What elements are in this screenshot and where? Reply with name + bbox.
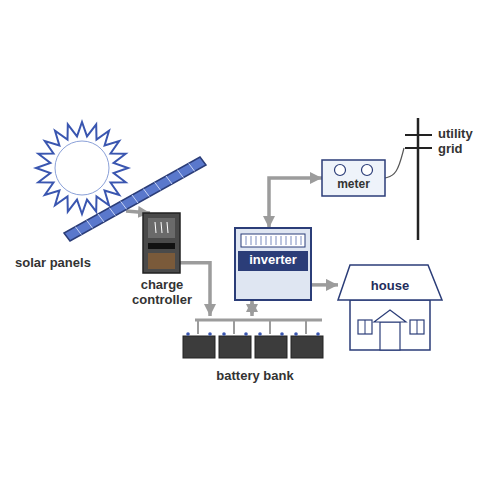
component-label: meter (322, 177, 385, 192)
battery-terminal (186, 332, 190, 336)
power-wire (385, 148, 404, 178)
panel-cell-line (143, 189, 149, 197)
battery-terminal (294, 332, 298, 336)
component-label: inverter (235, 252, 311, 267)
house-node: house (338, 262, 442, 352)
display-tick (256, 236, 257, 245)
battery (291, 336, 323, 358)
bus-drop (269, 320, 271, 334)
component-label: charge controller (121, 277, 203, 307)
controller-slot (167, 222, 168, 233)
house-walls (350, 300, 430, 350)
battery-bank-node: battery bank (180, 316, 330, 360)
panel-cell-line (166, 176, 172, 184)
utility-pole (417, 118, 420, 240)
display-tick (296, 236, 297, 245)
window-bar (365, 320, 366, 334)
panel-cell-line (155, 182, 161, 190)
panel-cell-line (121, 201, 127, 209)
component-label: house (338, 278, 442, 293)
house-door (380, 322, 400, 350)
window-bar (417, 320, 418, 334)
component-label: solar panels (15, 255, 125, 270)
battery-terminal (222, 332, 226, 336)
controller-panel (148, 218, 175, 238)
panel-cell-line (98, 214, 104, 222)
panel-cell-line (109, 208, 115, 216)
panel-cell-line (177, 170, 183, 178)
component-label: battery bank (180, 368, 330, 383)
battery-terminal (208, 332, 212, 336)
meter-node: meter (322, 160, 385, 196)
battery-terminal (258, 332, 262, 336)
controller-display (148, 243, 175, 249)
panel-cell-line (87, 220, 93, 228)
display-tick (281, 236, 282, 245)
display-tick (246, 236, 247, 245)
component-label: utility grid (438, 126, 494, 156)
display-tick (286, 236, 287, 245)
sun-symbol (36, 122, 128, 214)
inverter-case (235, 228, 311, 300)
bus-drop (305, 320, 307, 334)
house-roof (338, 265, 442, 300)
node-outline (60, 155, 208, 243)
meter-dial (362, 165, 373, 176)
battery-terminal (244, 332, 248, 336)
node-outline (180, 316, 330, 360)
display-tick (271, 236, 272, 245)
panel-cell-line (132, 195, 138, 203)
display-tick (301, 236, 302, 245)
battery-terminal (316, 332, 320, 336)
display-tick (251, 236, 252, 245)
solar-panel-node: solar panels (60, 155, 208, 243)
battery (219, 336, 251, 358)
meter-case (322, 160, 385, 196)
door-gable (374, 310, 406, 322)
node-outline (143, 213, 180, 273)
solar-panel (64, 157, 206, 241)
display-tick (291, 236, 292, 245)
panel-cell-line (189, 163, 195, 171)
battery-terminal (280, 332, 284, 336)
controller-slot (161, 222, 162, 233)
panel-cell-line (75, 227, 81, 235)
node-outline (338, 262, 442, 352)
inverter-node: inverter (235, 228, 311, 300)
battery (255, 336, 287, 358)
pole-crossarm (405, 147, 432, 149)
flow-arrow (311, 283, 338, 287)
display-tick (276, 236, 277, 245)
pole-crossarm (405, 134, 432, 136)
bus-drop (233, 320, 235, 334)
flow-arrow (180, 263, 210, 316)
flow-arrow (269, 178, 322, 228)
bus-drop (197, 320, 199, 334)
charge-controller-node: charge controller (143, 213, 180, 273)
display-tick (266, 236, 267, 245)
controller-case (143, 213, 180, 273)
utility-grid-node: utility grid (404, 118, 498, 240)
flow-arrow (250, 300, 254, 316)
house-window (410, 320, 424, 334)
meter-dial (335, 165, 346, 176)
battery (183, 336, 215, 358)
house-window (358, 320, 372, 334)
display-tick (261, 236, 262, 245)
controller-base (148, 253, 175, 269)
sun-disc (55, 141, 109, 195)
inverter-display (241, 234, 305, 247)
bus-bar (195, 319, 322, 322)
controller-slot (155, 222, 156, 233)
